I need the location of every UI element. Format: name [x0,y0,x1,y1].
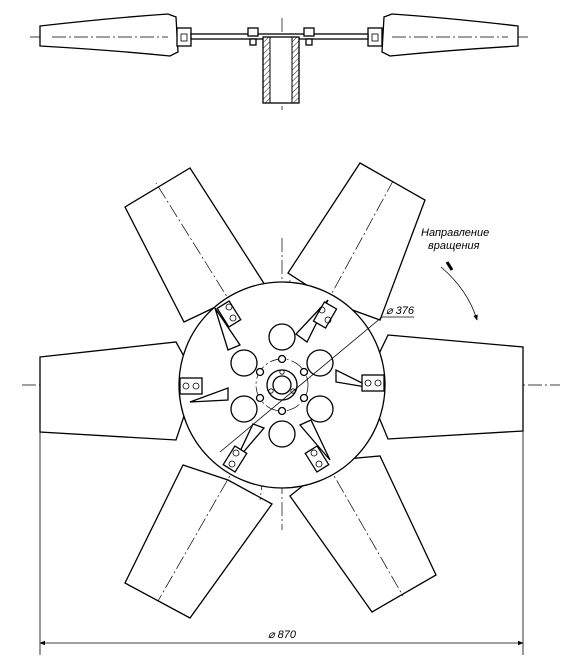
blade-left [39,341,187,441]
hub-holes [230,323,334,448]
overall-diameter-label: ⌀ 870 [268,629,297,641]
rotation-arrow [440,266,478,321]
side-bracket-left [176,27,192,47]
side-view [30,13,528,110]
hub-diameter-label: ⌀ 376 [386,305,415,317]
side-blade-right [381,13,519,57]
rotation-hatch [445,261,454,271]
center-bore [272,375,292,395]
front-view: ⌀ 376 Направление вращения ⌀ 870 [22,162,560,655]
wedge-4 [298,419,331,461]
hub-diameter-leader [219,316,383,453]
side-bracket-right [367,27,383,47]
blade-clamps [179,300,385,473]
blade-lower-left [124,464,273,619]
rotation-direction-label-1: Направление [421,227,489,239]
rotation-direction-label-2: вращения [428,240,480,252]
hub-bolts [255,354,309,416]
wedge-1 [214,307,241,351]
blade-lower-right [289,455,437,613]
wedge-6 [189,387,229,403]
blade-upper-right [287,162,426,321]
side-blade-left [39,13,179,57]
blade-right [375,334,524,440]
